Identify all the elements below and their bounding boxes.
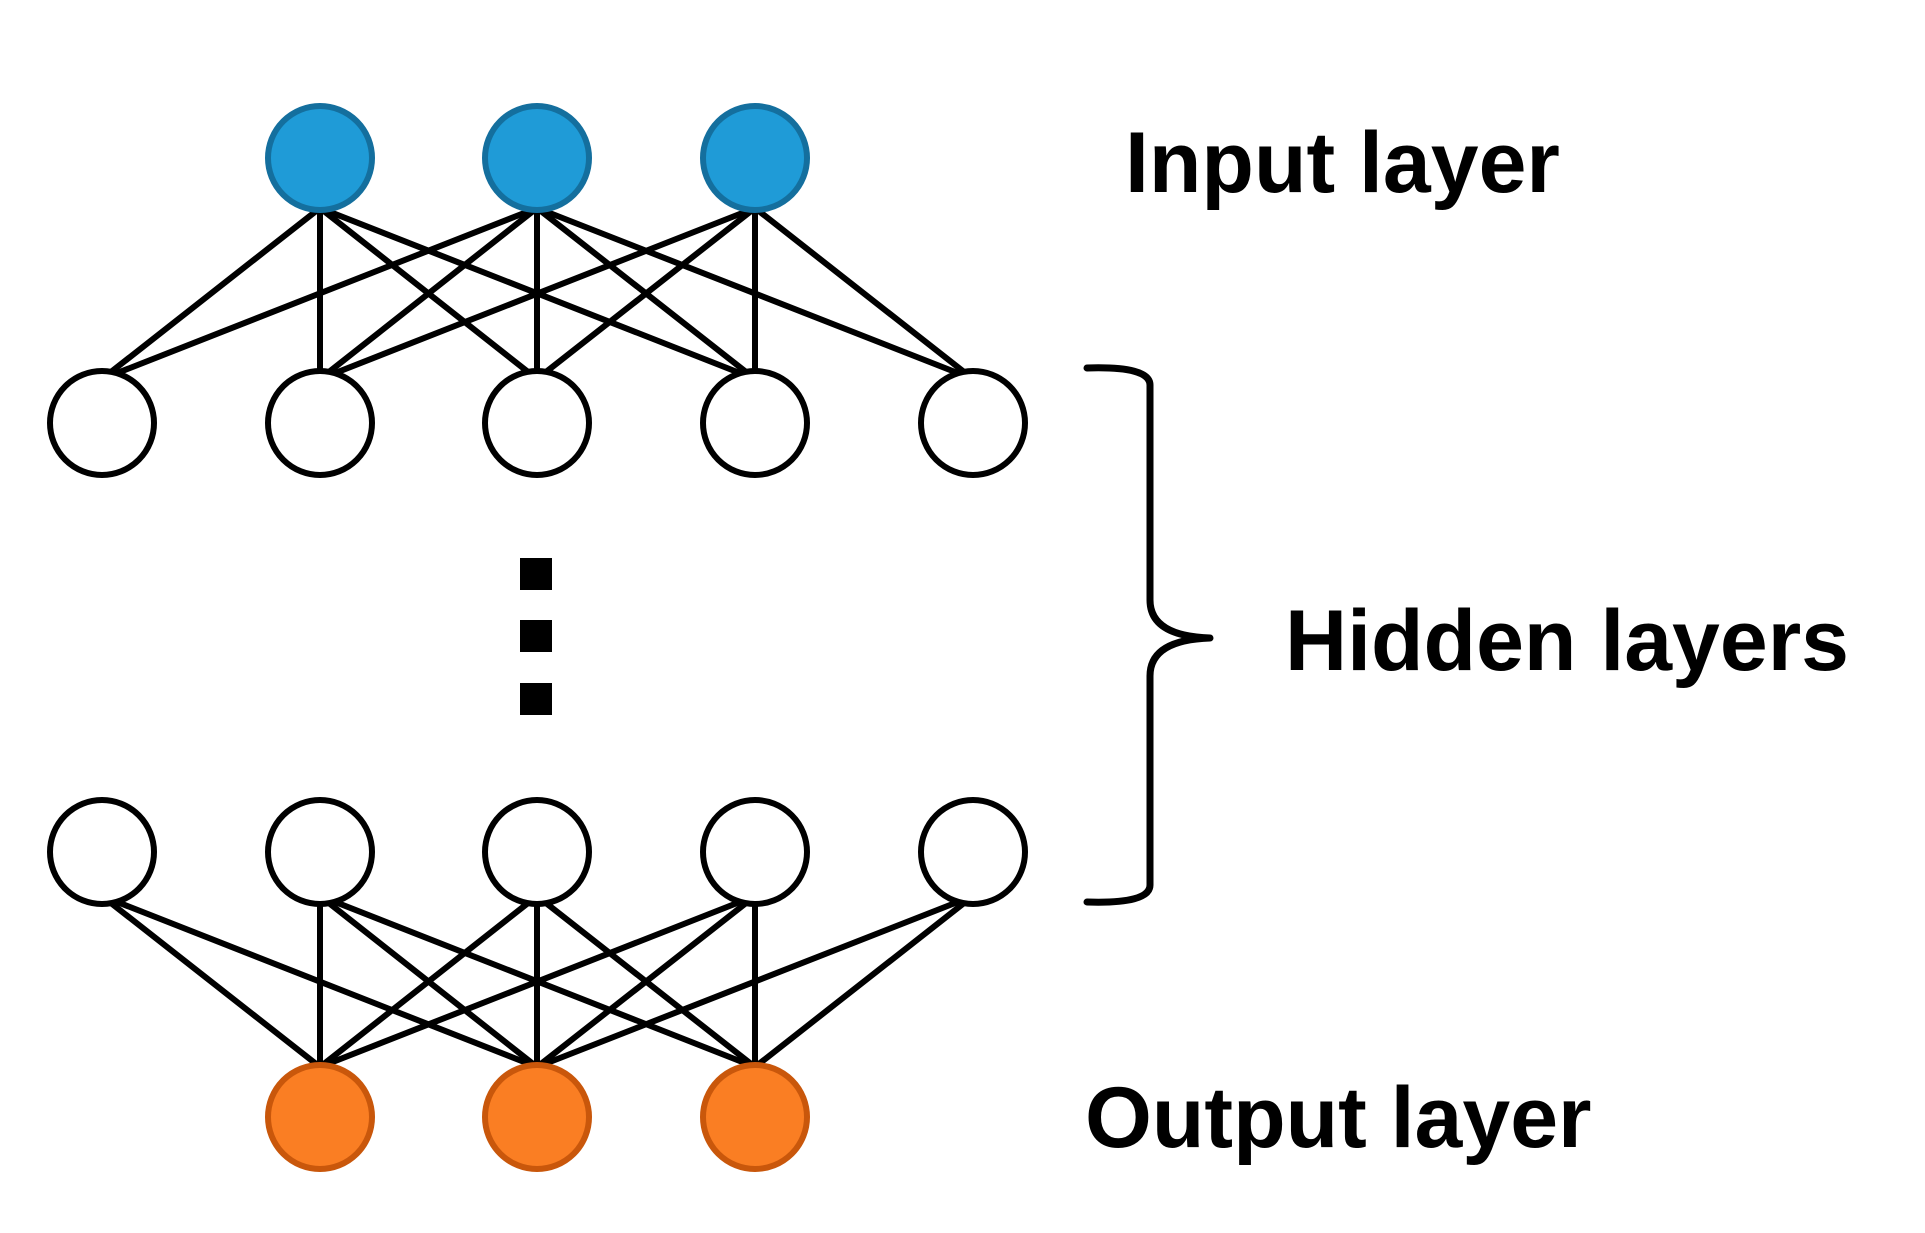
connection-hidden-to-output: [317, 893, 758, 1070]
ellipsis-dot: [520, 620, 552, 652]
input-node: [482, 103, 592, 213]
connection-input-to-hidden: [317, 205, 540, 382]
connection-input-to-hidden: [317, 205, 758, 382]
connection-hidden-to-output: [752, 893, 976, 1070]
hidden-node: [47, 368, 157, 478]
output-node: [482, 1062, 592, 1172]
connection-input-to-hidden: [99, 205, 540, 382]
connection-hidden-to-output: [99, 893, 323, 1070]
hidden-node: [482, 797, 592, 907]
hidden-node: [700, 368, 810, 478]
output-node: [700, 1062, 810, 1172]
connection-input-to-hidden: [534, 205, 758, 382]
hidden-node: [918, 797, 1028, 907]
ellipsis-dot: [520, 683, 552, 715]
connection-input-to-hidden: [752, 205, 976, 382]
connection-input-to-hidden: [99, 205, 323, 382]
hidden-node: [265, 368, 375, 478]
nodes: [47, 103, 1028, 1172]
hidden-node: [47, 797, 157, 907]
connection-hidden-to-output: [534, 893, 758, 1070]
output-node: [265, 1062, 375, 1172]
connection-hidden-to-output: [317, 893, 540, 1070]
hidden-node: [918, 368, 1028, 478]
connections: [99, 205, 976, 1070]
input-node: [700, 103, 810, 213]
hidden-node: [700, 797, 810, 907]
connection-hidden-to-output: [534, 893, 976, 1070]
hidden-layers-label: Hidden layers: [1285, 593, 1849, 689]
output-layer-label: Output layer: [1085, 1070, 1592, 1166]
ellipsis-dot: [520, 558, 552, 590]
input-node: [265, 103, 375, 213]
layer-ellipsis: [520, 558, 552, 715]
hidden-node: [265, 797, 375, 907]
hidden-node: [482, 368, 592, 478]
hidden-layers-brace: [1083, 364, 1214, 906]
input-layer-label: Input layer: [1125, 115, 1560, 211]
